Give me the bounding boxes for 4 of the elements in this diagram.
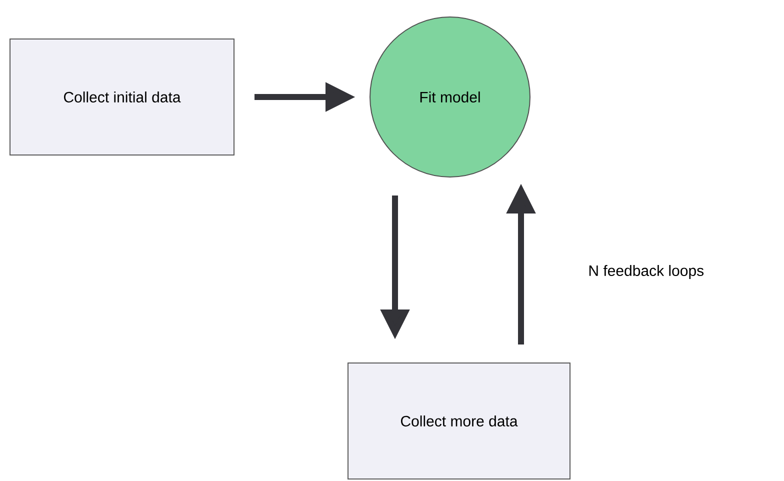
process-box: Collect initial data — [10, 38, 234, 156]
note-text: N feedback loops — [589, 265, 704, 279]
process-box: Collect more data — [348, 362, 570, 480]
circle-node: Fit model — [370, 16, 530, 178]
